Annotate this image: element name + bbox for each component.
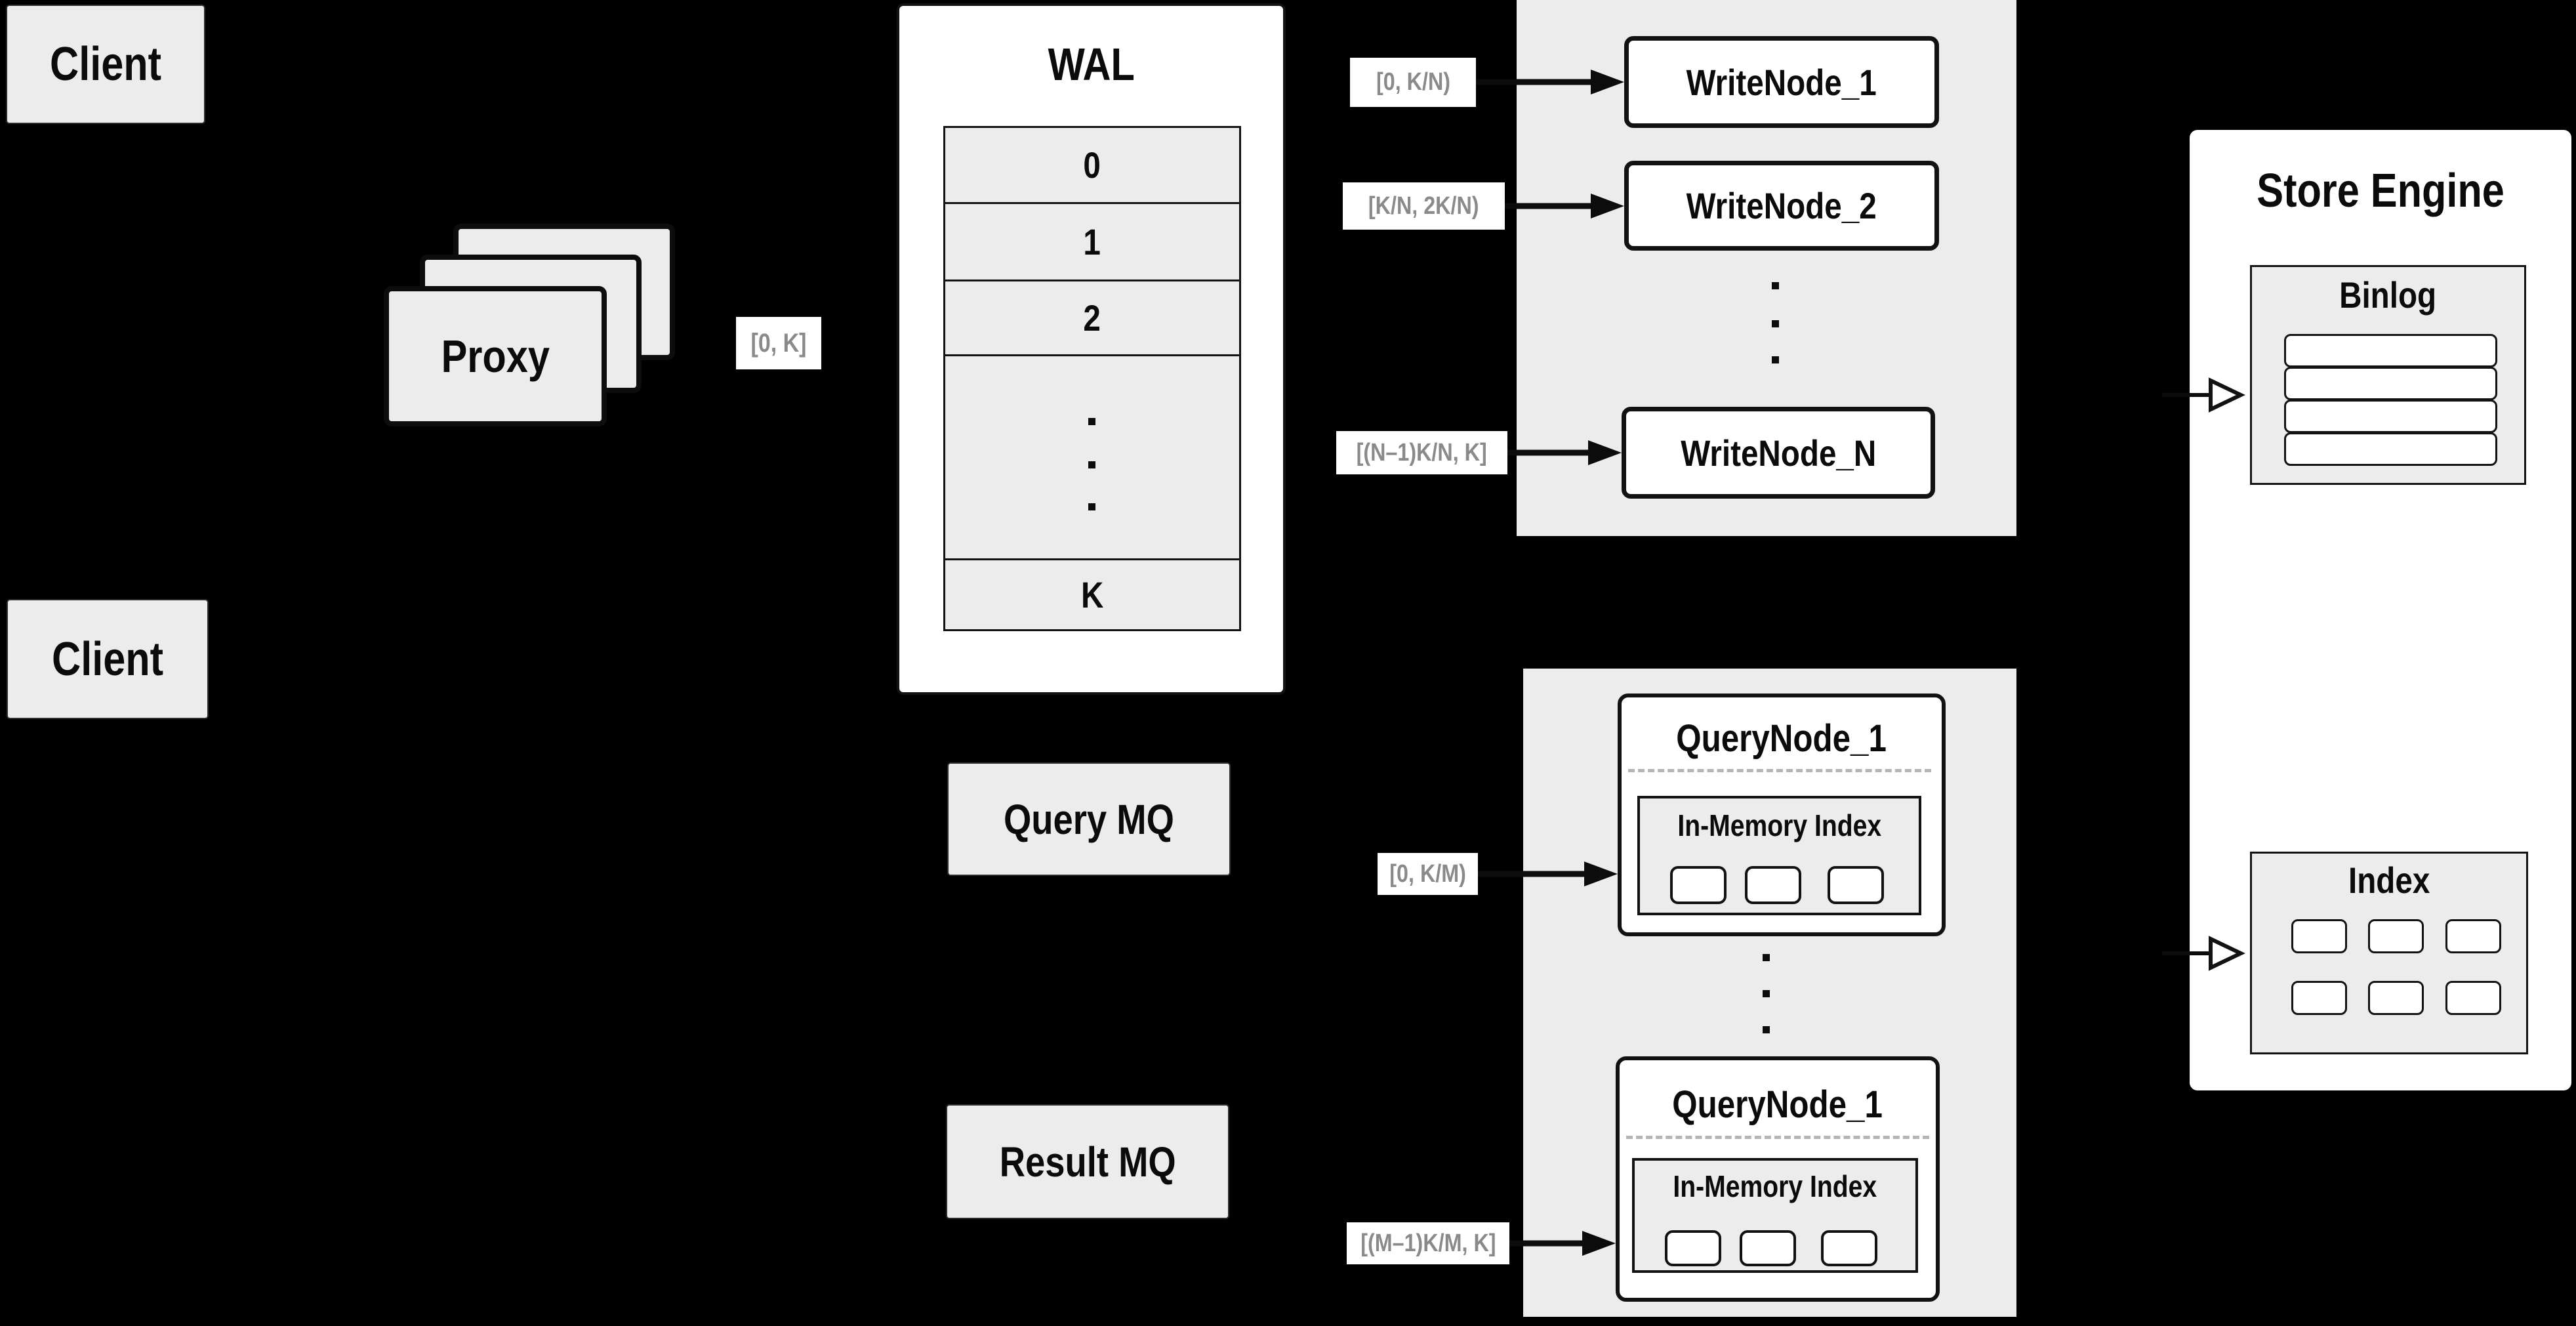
index-cell [2291, 981, 2347, 1015]
range-label-write-node-n: [(N–1)K/N, K] [1336, 431, 1507, 474]
proxy-label: Proxy [441, 331, 550, 382]
segment-square [1670, 866, 1727, 904]
in-memory-index-title-bottom: In-Memory Index [1673, 1169, 1877, 1203]
binlog-record-row [2284, 400, 2497, 433]
wal-row-0: 0 [945, 128, 1239, 204]
index-cell [2445, 981, 2501, 1015]
write-nodes-ellipsis [1772, 282, 1779, 363]
wal-row-k: K [1080, 574, 1104, 615]
arrow-to-write-node-n [1507, 440, 1622, 465]
wal-log-table: 0 1 2 K [943, 126, 1241, 631]
segment-square [1745, 866, 1801, 904]
vertical-ellipsis-dot [1763, 954, 1770, 961]
arrow-to-write-node-2 [1505, 194, 1624, 218]
client-bottom-node: Client [7, 599, 209, 719]
wal-row-1: 1 [945, 204, 1239, 281]
query-nodes-ellipsis [1763, 954, 1770, 1033]
binlog-title: Binlog [2339, 274, 2437, 316]
open-arrow-to-binlog [2162, 377, 2245, 413]
vertical-ellipsis-dot [1088, 418, 1095, 425]
binlog-record-row [2284, 432, 2497, 466]
vertical-ellipsis-dot [1772, 356, 1779, 363]
index-cell [2291, 919, 2347, 953]
write-node-1-box: WriteNode_1 [1624, 36, 1939, 128]
query-node-bottom-title: QueryNode_1 [1672, 1083, 1883, 1126]
range-label-query-node-m: [(M–1)K/M, K] [1347, 1222, 1509, 1264]
vertical-ellipsis-dot [1772, 282, 1779, 289]
segment-square [1821, 1230, 1877, 1266]
query-node-top-divider [1628, 769, 1931, 772]
vertical-ellipsis-dot [1772, 320, 1779, 327]
index-cell [2368, 981, 2424, 1015]
segment-square [1828, 866, 1884, 904]
arrow-to-query-node-bottom [1509, 1231, 1616, 1256]
vertical-ellipsis-dot [1763, 1026, 1770, 1033]
wal-title: WAL [1048, 39, 1135, 90]
binlog-record-row [2284, 334, 2497, 367]
query-node-bottom-divider [1626, 1136, 1929, 1139]
write-node-2-box: WriteNode_2 [1624, 161, 1939, 251]
index-cell [2445, 919, 2501, 953]
vertical-ellipsis-dot [1088, 503, 1095, 510]
store-engine-title: Store Engine [2257, 165, 2504, 217]
range-label-write-node-1: [0, K/N) [1350, 58, 1476, 107]
segment-square [1665, 1230, 1721, 1266]
vertical-ellipsis-dot [1088, 461, 1095, 468]
proxy-card-front: Proxy [384, 286, 607, 426]
result-mq-node: Result MQ [946, 1104, 1229, 1219]
in-memory-index-title-top: In-Memory Index [1677, 808, 1881, 842]
arrow-to-write-node-1 [1476, 70, 1624, 94]
client-top-label: Client [49, 38, 161, 91]
query-node-top-title: QueryNode_1 [1676, 716, 1887, 760]
open-arrow-to-index [2162, 936, 2245, 971]
binlog-record-row [2284, 367, 2497, 400]
range-label-proxy-out: [0, K] [736, 317, 821, 369]
range-label-write-node-2: [K/N, 2K/N) [1343, 182, 1505, 230]
arrow-to-query-node-top [1478, 861, 1618, 886]
range-label-query-node-1: [0, K/M) [1378, 853, 1478, 895]
write-node-n-box: WriteNode_N [1622, 407, 1935, 499]
wal-row-2: 2 [945, 281, 1239, 356]
client-top-node: Client [6, 5, 205, 124]
client-bottom-label: Client [51, 632, 163, 686]
segment-square [1740, 1230, 1796, 1266]
query-mq-node: Query MQ [947, 762, 1231, 876]
index-cell [2368, 919, 2424, 953]
index-title: Index [2348, 859, 2430, 901]
vertical-ellipsis-dot [1763, 990, 1770, 997]
wal-row-ellipsis [945, 356, 1239, 560]
